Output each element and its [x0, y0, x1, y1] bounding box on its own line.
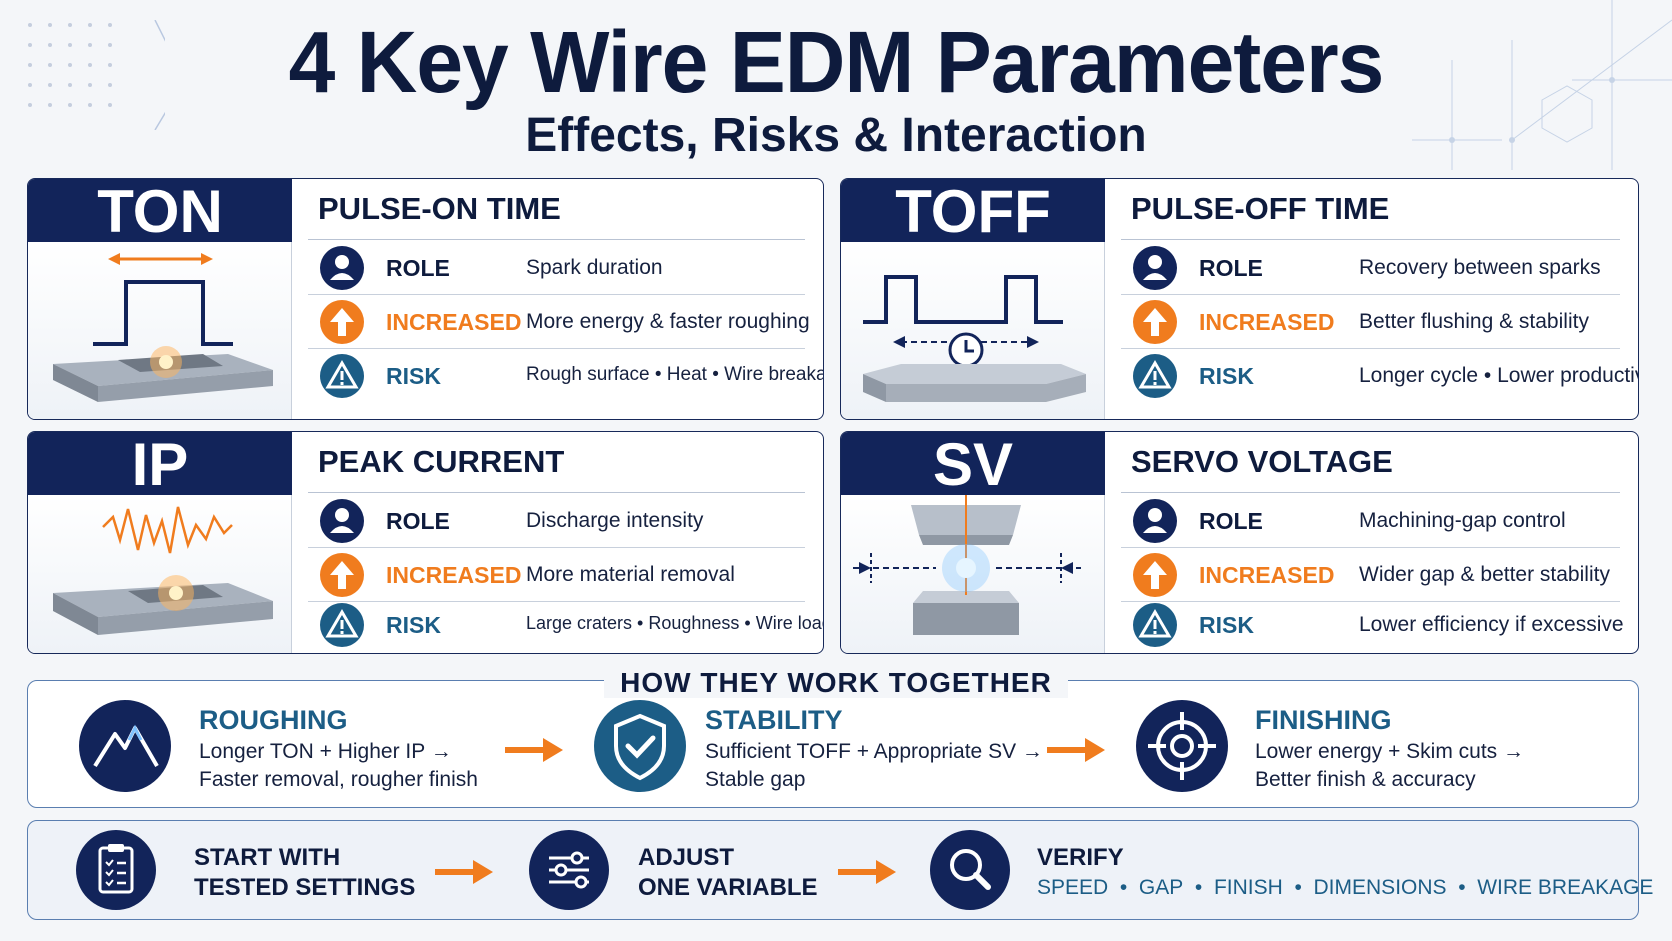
row-value: Large craters • Roughness • Wire loading	[526, 613, 824, 633]
arrow-right-icon	[505, 738, 563, 762]
row-value: Discharge intensity	[526, 509, 704, 532]
illustration-current-wave	[28, 495, 292, 653]
card-toff: TOFF PULSE-OFF TIME ROLE Recovery betwee…	[840, 178, 1639, 420]
card-code: IP	[28, 432, 292, 498]
divider	[1121, 239, 1620, 240]
card-code: TOFF	[841, 179, 1105, 245]
row-label: INCREASED	[1199, 562, 1335, 588]
mountain-icon	[79, 700, 171, 792]
stage-line: Longer TON + Higher IP →	[199, 740, 452, 763]
row-value: More energy & faster roughing	[526, 310, 810, 333]
row-role: ROLE Machining-gap control	[1121, 494, 1620, 548]
page-title: 4 Key Wire EDM Parameters	[288, 13, 1385, 111]
illustration-gap-control	[841, 495, 1105, 653]
stage-head-roughing: ROUGHING	[199, 705, 348, 735]
arrow-up-icon	[1133, 300, 1177, 344]
row-label: RISK	[386, 612, 441, 638]
crosshair-icon	[1136, 700, 1228, 792]
stage-line: Sufficient TOFF + Appropriate SV →	[705, 740, 1043, 763]
card-code: SV	[841, 432, 1105, 498]
work-together-panel	[27, 680, 1639, 808]
card-name: PULSE-ON TIME	[318, 191, 561, 226]
arrow-up-icon	[1133, 553, 1177, 597]
row-label: RISK	[1199, 612, 1254, 638]
warning-icon	[1133, 603, 1177, 647]
row-value: Rough surface • Heat • Wire breakage	[526, 364, 824, 385]
row-risk: RISK Longer cycle • Lower productivity	[1121, 349, 1638, 403]
divider	[308, 239, 805, 240]
person-icon	[1133, 499, 1177, 543]
stage-line: Lower energy + Skim cuts →	[1255, 740, 1525, 763]
card-ip: IP PEAK CURRENT ROLE Discharge intensity…	[27, 431, 824, 654]
clipboard-icon	[76, 830, 156, 910]
page-subtitle: Effects, Risks & Interaction	[525, 109, 1147, 162]
card-ton: TON PULSE-ON TIME ROLE Spark duration IN…	[27, 178, 824, 420]
row-increased: INCREASED Wider gap & better stability	[1121, 548, 1620, 602]
stage-head-stability: STABILITY	[705, 705, 843, 735]
row-label: ROLE	[386, 508, 450, 534]
card-name: PULSE-OFF TIME	[1131, 191, 1390, 226]
row-value: Wider gap & better stability	[1359, 563, 1610, 586]
stage-line: Stable gap	[705, 768, 806, 791]
divider	[1121, 492, 1620, 493]
illustration-pulse-gap	[841, 242, 1105, 419]
person-icon	[320, 499, 364, 543]
warning-icon	[1133, 354, 1177, 398]
row-label: RISK	[1199, 363, 1254, 389]
verify-items: SPEED • GAP • FINISH • DIMENSIONS • WIRE…	[1037, 876, 1654, 899]
arrow-right-icon	[1047, 738, 1105, 762]
row-label: INCREASED	[386, 562, 522, 588]
row-role: ROLE Spark duration	[308, 241, 805, 295]
row-risk: RISK Lower efficiency if excessive	[1121, 598, 1624, 652]
arrow-up-icon	[320, 553, 364, 597]
row-value: Spark duration	[526, 256, 663, 279]
row-value: Machining-gap control	[1359, 509, 1566, 532]
stage-line: Better finish & accuracy	[1255, 768, 1476, 791]
card-name: PEAK CURRENT	[318, 444, 565, 479]
row-risk: RISK Rough surface • Heat • Wire breakag…	[308, 349, 823, 403]
step-label: START WITH TESTED SETTINGS	[194, 844, 416, 901]
step-label: ADJUST ONE VARIABLE	[638, 844, 818, 901]
row-increased: INCREASED Better flushing & stability	[1121, 295, 1620, 349]
row-label: INCREASED	[1199, 309, 1335, 335]
row-role: ROLE Discharge intensity	[308, 494, 805, 548]
row-value: Lower efficiency if excessive	[1359, 613, 1624, 636]
card-sv: SV SERVO VOLTAGE ROLE Machining-gap cont…	[840, 431, 1639, 654]
person-icon	[320, 246, 364, 290]
row-label: ROLE	[1199, 508, 1263, 534]
dot-grid-decoration	[28, 20, 165, 130]
process-steps-panel	[27, 820, 1639, 920]
sliders-icon	[529, 830, 609, 910]
arrow-up-icon	[320, 300, 364, 344]
arrow-right-icon	[435, 860, 493, 884]
card-code: TON	[28, 179, 292, 245]
stage-head-finishing: FINISHING	[1255, 705, 1392, 735]
circuit-decoration	[1412, 0, 1672, 170]
row-risk: RISK Large craters • Roughness • Wire lo…	[308, 598, 823, 652]
row-label: RISK	[386, 363, 441, 389]
row-label: ROLE	[1199, 255, 1263, 281]
work-together-title: HOW THEY WORK TOGETHER	[0, 667, 1672, 699]
magnifier-icon	[930, 830, 1010, 910]
illustration-pulse-width	[28, 242, 292, 419]
row-increased: INCREASED More energy & faster roughing	[308, 295, 810, 349]
person-icon	[1133, 246, 1177, 290]
shield-check-icon	[594, 700, 686, 792]
card-name: SERVO VOLTAGE	[1131, 444, 1393, 479]
row-value: Longer cycle • Lower productivity	[1359, 364, 1639, 387]
row-label: ROLE	[386, 255, 450, 281]
step-label-verify: VERIFY	[1037, 844, 1124, 871]
warning-icon	[320, 354, 364, 398]
row-label: INCREASED	[386, 309, 522, 335]
row-value: Better flushing & stability	[1359, 310, 1589, 333]
divider	[308, 492, 805, 493]
row-role: ROLE Recovery between sparks	[1121, 241, 1620, 295]
row-increased: INCREASED More material removal	[308, 548, 805, 602]
arrow-right-icon	[838, 860, 896, 884]
row-value: Recovery between sparks	[1359, 256, 1601, 279]
warning-icon	[320, 603, 364, 647]
row-value: More material removal	[526, 563, 735, 586]
stage-line: Faster removal, rougher finish	[199, 768, 478, 791]
